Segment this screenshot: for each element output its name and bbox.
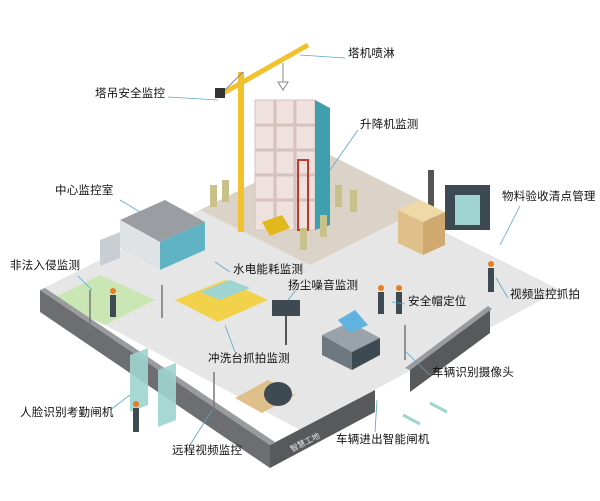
building-under-construction [254,99,330,231]
label-control-room: 中心监控室 [55,183,114,197]
label-intrusion: 非法入侵监测 [10,258,81,272]
label-helmet: 安全帽定位 [408,294,467,308]
label-vehicle-gate: 车辆进出智能闸机 [336,432,430,446]
pipe [235,380,295,413]
grass-area [50,275,155,325]
forklift [428,170,490,230]
label-dust-noise: 扬尘噪音监测 [288,278,359,292]
traffic-arrows [402,401,448,426]
label-tower-spray: 塔机喷淋 [348,46,395,60]
label-vehicle-camera: 车辆识别摄像头 [432,365,514,379]
leader-lines [77,54,521,446]
camera-poles [89,285,406,412]
tower-crane [215,42,310,232]
label-remote-video: 远程视频监控 [172,443,243,457]
label-elevator-monitor: 升降机监测 [360,117,419,131]
wash-station [175,280,268,322]
bulldozer [262,215,290,236]
label-tower-crane-safety: 塔吊安全监控 [95,86,166,100]
truck [322,310,380,370]
label-energy: 水电能耗监测 [233,262,304,276]
label-material-check: 物料验收清点管理 [502,189,596,203]
label-wash-station: 冲洗台抓拍监测 [208,351,290,365]
material-pallets [398,200,445,255]
label-face-gate: 人脸识别考勤闸机 [20,405,114,419]
dust-noise-monitor [272,300,300,316]
label-video-capture: 视频监控抓拍 [510,287,581,301]
face-gates [130,348,176,427]
perimeter-wall [40,288,492,468]
control-room-building [100,200,205,270]
site-columns [210,180,357,250]
